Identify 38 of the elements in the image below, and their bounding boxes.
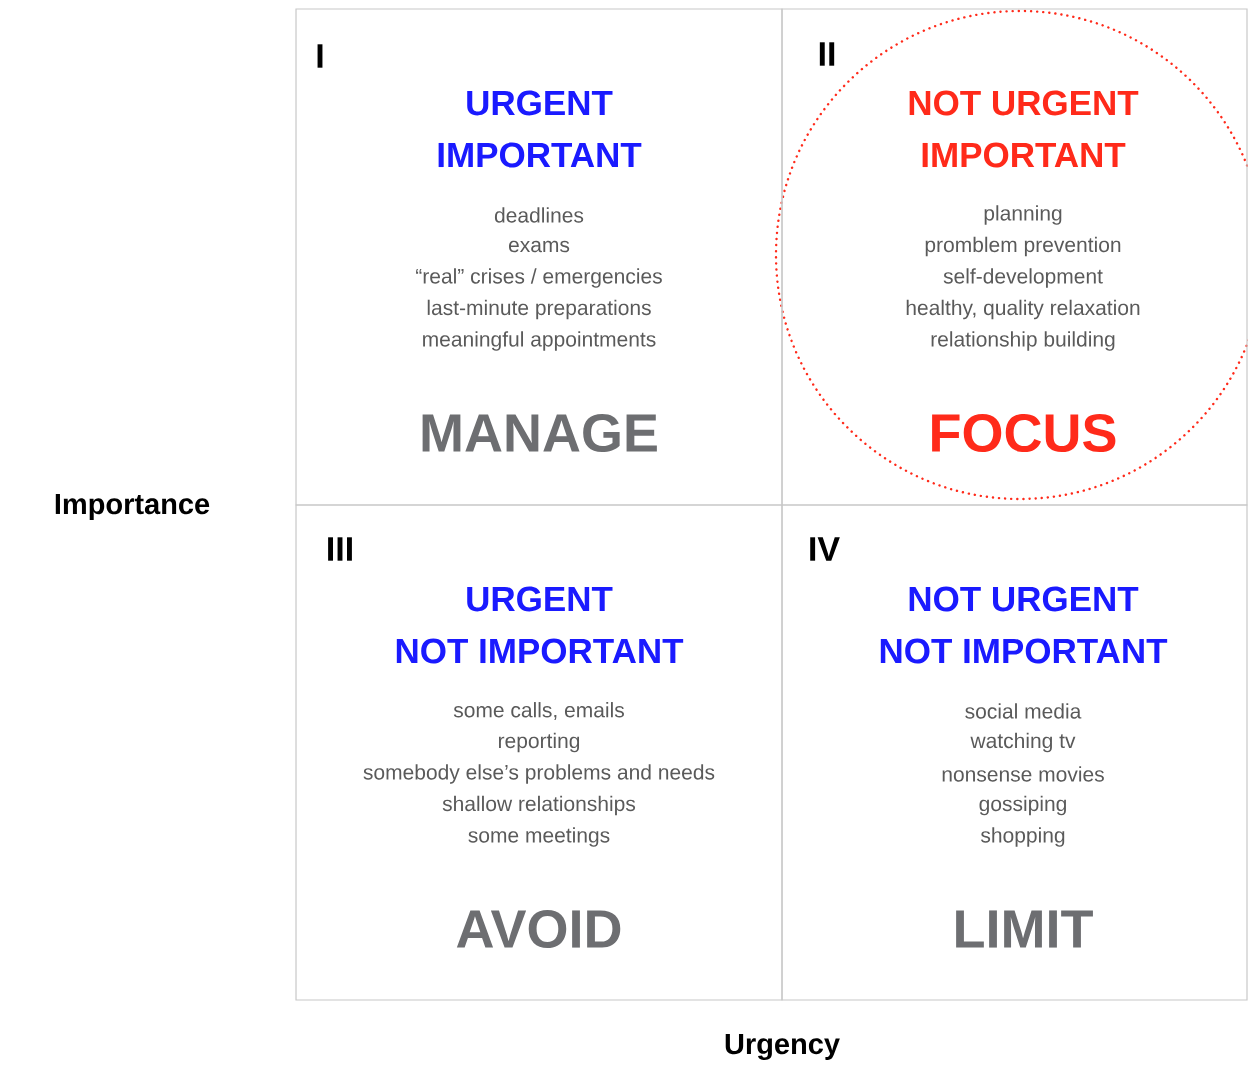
task-item: relationship building [931, 331, 1115, 351]
quadrant-number: IV [810, 537, 840, 561]
axis-label: Urgency [725, 1033, 840, 1061]
task-item: self-development [943, 268, 1103, 288]
quadrant-heading: NOT URGENT [909, 90, 1139, 116]
quadrant-heading: NOT URGENT [909, 586, 1139, 612]
task-item: exams [509, 240, 570, 253]
task-item: shallow relationships [442, 795, 636, 816]
quadrant-number: III [328, 537, 352, 561]
quadrant-heading: URGENT [467, 90, 613, 116]
task-item: meaningful appointments [423, 331, 656, 351]
action-word: AVOID [456, 909, 621, 949]
task-item: social media [965, 703, 1082, 719]
task-item: some calls, emails [453, 702, 624, 720]
task-item: some meetings [468, 827, 610, 847]
task-item: watching tv [970, 732, 1076, 753]
axis-label: Importance [55, 494, 210, 520]
action-word: MANAGE [422, 413, 657, 453]
task-item: healthy, quality relaxation [906, 299, 1140, 320]
task-item: nonsense movies [942, 766, 1104, 782]
task-item: “real” crises / emergencies [416, 268, 662, 288]
action-word: LIMIT [956, 910, 1093, 948]
task-item: planning [984, 205, 1062, 225]
task-item: promblem prevention [925, 236, 1121, 257]
action-word: FOCUS [932, 413, 1116, 453]
task-item: last-minute preparations [427, 299, 651, 320]
task-item: shopping [980, 827, 1065, 847]
task-item: somebody else’s problems and needs [363, 764, 715, 784]
quadrant-heading: NOT IMPORTANT [396, 638, 684, 664]
quadrant-heading: IMPORTANT [922, 142, 1126, 168]
task-item: gossiping [979, 795, 1066, 816]
quadrant-heading: NOT IMPORTANT [880, 638, 1168, 664]
task-item: reporting [498, 732, 580, 753]
quadrant-heading: IMPORTANT [438, 142, 642, 168]
quadrant-number: I [317, 44, 323, 68]
quadrant-number: II [819, 42, 835, 66]
task-item: deadlines [494, 207, 584, 223]
quadrant-heading: URGENT [467, 586, 613, 612]
